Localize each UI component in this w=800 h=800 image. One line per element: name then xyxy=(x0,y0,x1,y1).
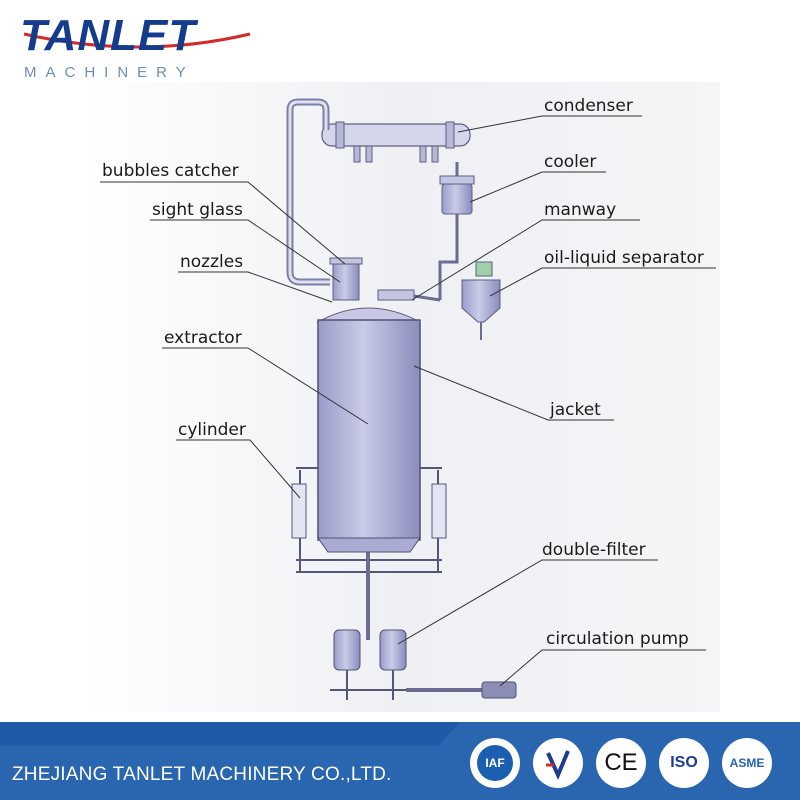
leader-manway xyxy=(411,219,640,301)
leader-cylinder xyxy=(176,439,301,499)
label-nozzles: nozzles xyxy=(180,252,244,272)
leader-double-filter xyxy=(397,559,658,645)
oil-liquid-separator-unit xyxy=(438,250,501,340)
leader-bubbles-catcher xyxy=(100,181,346,265)
logo-subtitle: MACHINERY xyxy=(24,64,195,81)
asme-label: ASME xyxy=(729,756,765,770)
leader-oil-liquid-separator xyxy=(489,267,716,297)
cylinder-right xyxy=(431,483,447,539)
label-sight-glass: sight glass xyxy=(152,200,243,220)
footer-bar-light xyxy=(0,722,800,800)
label-double-filter: double-filter xyxy=(542,540,646,560)
ce-icon: CE xyxy=(596,738,646,788)
leader-extractor xyxy=(162,347,369,425)
cooler-unit xyxy=(439,162,475,250)
double-filter-unit xyxy=(330,629,410,700)
leader-jacket xyxy=(413,365,614,421)
iaf-icon: IAF xyxy=(470,738,520,788)
leader-lines xyxy=(100,115,716,687)
extractor-body xyxy=(317,319,421,541)
label-cooler: cooler xyxy=(544,152,597,172)
extractor-head xyxy=(316,257,441,323)
cylinder-left xyxy=(291,483,307,539)
ce-label: CE xyxy=(604,749,638,776)
iaf-label: IAF xyxy=(477,745,513,781)
asme-icon: ASME xyxy=(722,738,772,788)
footer-bar-dark xyxy=(0,722,800,800)
cnas-mark xyxy=(546,750,570,781)
leader-cooler xyxy=(469,171,606,203)
label-jacket: jacket xyxy=(550,400,601,420)
condenser-unit xyxy=(321,121,471,163)
label-bubbles-catcher: bubbles catcher xyxy=(102,161,239,181)
logo-text: TANLET xyxy=(20,11,197,60)
leader-sight-glass xyxy=(150,219,341,283)
leader-condenser xyxy=(457,115,642,133)
logo-swoosh xyxy=(23,32,251,49)
leader-nozzles xyxy=(178,271,333,303)
label-condenser: condenser xyxy=(544,96,633,116)
company-name: ZHEJIANG TANLET MACHINERY CO.,LTD. xyxy=(12,764,392,785)
label-circulation-pump: circulation pump xyxy=(546,629,689,649)
label-extractor: extractor xyxy=(164,328,242,348)
cnas-icon xyxy=(533,738,583,788)
iso-icon: ISO xyxy=(659,738,709,788)
label-manway: manway xyxy=(544,200,617,220)
leader-circulation-pump xyxy=(499,649,706,687)
label-cylinder: cylinder xyxy=(178,420,246,440)
label-oil-liquid-separator: oil-liquid separator xyxy=(544,248,704,268)
brand: TANLET MACHINERY xyxy=(20,12,260,84)
iso-label: ISO xyxy=(670,754,698,771)
circulation-pump-unit xyxy=(406,681,517,699)
extractor-bottom xyxy=(317,537,421,553)
